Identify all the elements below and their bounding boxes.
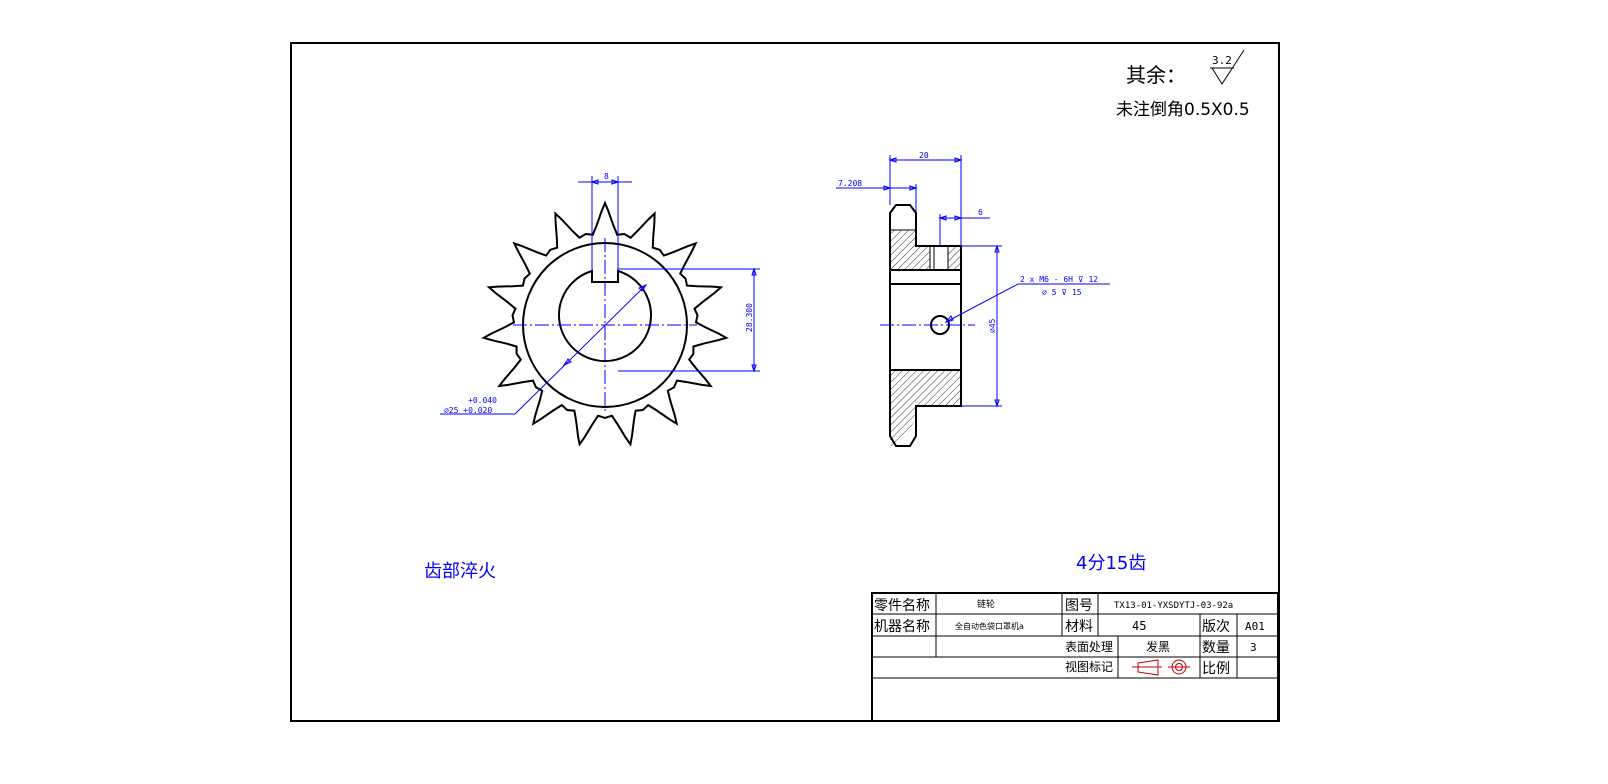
hub-dia-dim: ⌀45 [988,318,997,333]
qty: 3 [1250,641,1257,654]
part-name: 链轮 [977,598,995,610]
key-width-dim: 8 [604,172,609,181]
hub-offset-dim: 6 [978,208,983,217]
tooth-hardening-note: 齿部淬火 [424,561,496,582]
view-mark-label: 视图标记 [1065,659,1113,674]
thread-spec: 2 x M6 - 6H ⊽ 12 [1020,275,1098,284]
drawing-frame [290,42,1280,722]
projection-symbol [1132,659,1190,676]
revision: A01 [1245,620,1265,633]
section-upper-hatch [890,230,930,270]
bore-dia-dim: ⌀25 +0.020 [444,406,492,415]
part-name-label: 零件名称 [874,598,930,614]
keyway-depth-dim: 28.300 [745,303,754,332]
material: 45 [1132,619,1146,633]
front-view-dimensions: 8 28.300 +0.040 ⌀25 +0.020 [440,172,760,415]
tooth-width-dim: 7.208 [838,179,862,188]
roughness-symbol [1210,49,1245,85]
section-upper-hub-hatch [948,246,961,270]
surface: 发黑 [1146,639,1170,654]
total-length-dim: 20 [919,151,929,160]
machine-name: 全自动色袋口罩机a [955,621,1024,631]
front-view [481,200,729,447]
drill-spec: ⌀ 5 ⊽ 15 [1042,288,1082,297]
sprocket-outline [481,200,729,447]
notes: 其余： 3.2 未注倒角0.5X0.5 齿部淬火 4分15齿 [424,49,1250,582]
drawing-no: TX13-01-YXSDYTJ-03-92a [1114,601,1233,611]
drawing-no-label: 图号 [1065,598,1093,614]
section-lower-hatch [890,370,961,446]
bore-tol-upper: +0.040 [468,396,497,405]
revision-label: 版次 [1202,619,1230,635]
section-view [880,204,975,447]
machine-name-label: 机器名称 [874,619,930,635]
sprocket-spec-note: 4分15齿 [1076,553,1146,574]
title-block: 零件名称 链轮 图号 TX13-01-YXSDYTJ-03-92a 机器名称 全… [871,592,1279,722]
bore-keyway [558,269,652,363]
surface-label: 表面处理 [1065,640,1113,654]
scale-label: 比例 [1202,661,1230,677]
section-view-dimensions: 20 7.208 6 ⌀45 2 x M6 - 6H ⊽ 12 ⌀ 5 ⊽ 15 [836,151,1110,408]
roughness-value: 3.2 [1212,54,1232,67]
material-label: 材料 [1065,619,1093,635]
qty-label: 数量 [1202,640,1230,656]
roughness-prefix: 其余： [1126,63,1186,87]
chamfer-note: 未注倒角0.5X0.5 [1116,100,1250,120]
